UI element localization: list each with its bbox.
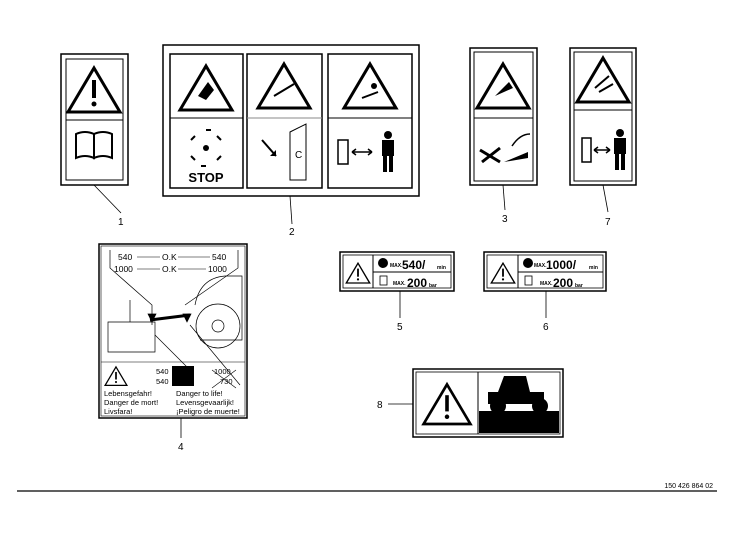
label-3-crushing[interactable] (469, 47, 538, 186)
speed-1000-left: 1000 (114, 264, 133, 274)
hand-crush-triangle-icon (475, 62, 531, 110)
stop-text: STOP (188, 170, 223, 185)
thrown-objects-triangle-icon (342, 62, 398, 110)
max-speed: 1000/ (546, 258, 577, 272)
pto-gear-icon (378, 258, 388, 268)
callout-2: 2 (289, 227, 295, 238)
operator-danger-icon (172, 366, 194, 386)
shield-closed-icon: C (261, 123, 307, 181)
speed-unit: min (437, 265, 446, 271)
warning-fr: Danger de mort! (104, 398, 158, 407)
callout-5: 5 (397, 322, 403, 333)
speed-540-right: 540 (212, 252, 226, 262)
speed-1000-crossed: 1000 (214, 367, 231, 376)
manual-book-icon (75, 131, 113, 160)
entanglement-triangle-icon (256, 62, 312, 110)
callout-7: 7 (605, 217, 611, 228)
speed-540: 540 (156, 367, 169, 376)
max-pressure: 200 (407, 276, 427, 290)
warning-sv: Livsfara! (104, 407, 132, 416)
label-4-pto-speed[interactable]: 540 O.K 540 1000 O.K 1000 540 540 1000 (98, 243, 248, 419)
label-8-roller-warning[interactable] (412, 368, 564, 438)
callout-6: 6 (543, 322, 549, 333)
label-1-read-manual[interactable] (60, 53, 129, 186)
no-reach-icon (479, 133, 531, 164)
callout-1: 1 (118, 217, 124, 228)
ejection-triangle-icon (575, 56, 631, 104)
speed-540: 540 (156, 377, 169, 386)
tractor-pto-illustration (107, 250, 243, 386)
ok-text: O.K (162, 252, 177, 262)
label-6-max-1000[interactable]: MAX. 1000/ min MAX. 200 bar (483, 251, 607, 292)
ok-text: O.K (162, 264, 177, 274)
speed-540-left: 540 (118, 252, 132, 262)
max-label: MAX. (393, 281, 406, 287)
max-label: MAX. (534, 263, 547, 269)
hydraulic-pressure-icon (524, 275, 533, 286)
hydraulic-pressure-icon (379, 275, 388, 286)
warning-es: ¡Peligro de muerte! (176, 407, 240, 416)
drawing-number: 150 426 864 02 (664, 483, 713, 490)
max-label: MAX. (390, 263, 403, 269)
callout-4: 4 (178, 442, 184, 453)
keep-distance-icon (581, 129, 626, 170)
speed-730-crossed: 730 (220, 377, 233, 386)
max-pressure: 200 (553, 276, 573, 290)
max-speed: 540/ (402, 258, 426, 272)
speed-1000-right: 1000 (208, 264, 227, 274)
keep-distance-icon (337, 131, 394, 172)
callout-8: 8 (377, 400, 383, 411)
roller-machine-icon (479, 376, 559, 433)
callout-3: 3 (502, 214, 508, 225)
label-7-keep-distance[interactable] (569, 47, 637, 186)
max-label: MAX. (540, 281, 553, 287)
label-5-max-540[interactable]: MAX. 540/ min MAX. 200 bar (339, 251, 455, 292)
rotation-arrows-icon (190, 129, 222, 167)
pressure-unit: bar (575, 283, 583, 289)
svg-text:C: C (295, 150, 302, 161)
warning-nl: Levensgevaarlijk! (176, 398, 234, 407)
pto-gear-icon (523, 258, 533, 268)
pressure-unit: bar (429, 283, 437, 289)
warning-en: Danger to life! (176, 389, 223, 398)
hand-injury-triangle-icon (178, 64, 234, 112)
warning-de: Lebensgefahr! (104, 389, 152, 398)
speed-unit: min (589, 265, 598, 271)
label-2-rotating-parts[interactable]: STOP C (162, 44, 420, 197)
